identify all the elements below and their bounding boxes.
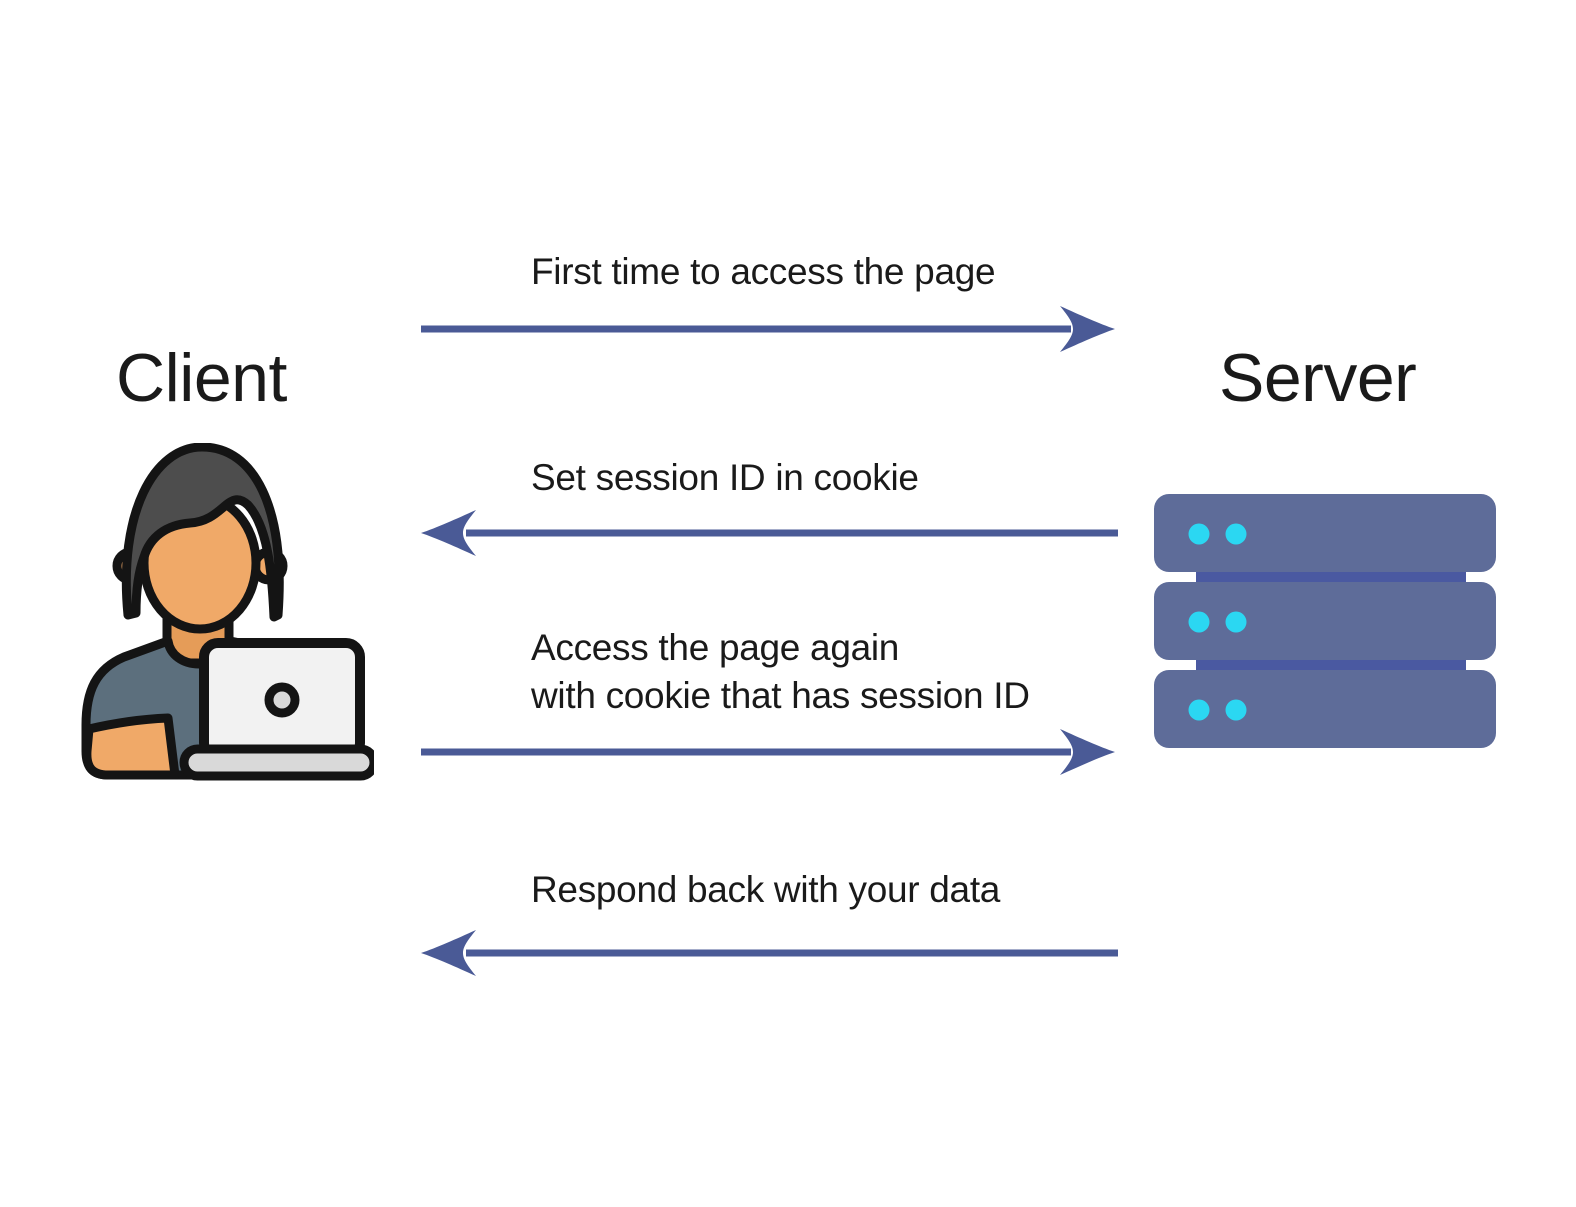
client-label: Client — [116, 340, 287, 416]
arrow-left-icon — [421, 510, 1118, 556]
arrow-left-icon — [421, 930, 1118, 976]
arrow-head — [421, 930, 476, 976]
message-label-respond-back: Respond back with your data — [531, 869, 1001, 910]
client-person-laptop-icon — [81, 443, 374, 781]
server-rack-icon — [1154, 494, 1496, 748]
led-light — [1225, 611, 1247, 633]
arrow-right-icon — [421, 729, 1115, 775]
arrow-right-icon — [421, 306, 1115, 352]
arrow-shaft — [466, 529, 1118, 537]
hair — [121, 443, 284, 622]
arrow-shaft — [421, 748, 1071, 756]
rack-unit-3 — [1154, 670, 1496, 748]
message-line-1: Access the page again — [531, 627, 900, 668]
message-label-access-again: Access the page again with cookie that h… — [531, 624, 1030, 720]
server-label: Server — [1219, 340, 1417, 416]
laptop-base — [179, 744, 374, 781]
message-label-set-session-id: Set session ID in cookie — [531, 457, 919, 498]
arrow-shaft — [421, 325, 1071, 333]
rack-unit-1 — [1154, 494, 1496, 572]
rack-unit-2 — [1154, 582, 1496, 660]
led-light — [1188, 611, 1210, 633]
led-light — [1225, 699, 1247, 721]
led-light — [1188, 699, 1210, 721]
laptop-logo — [264, 682, 300, 718]
message-label-first-access: First time to access the page — [531, 251, 996, 292]
led-light — [1225, 523, 1247, 545]
message-line-2: with cookie that has session ID — [531, 675, 1030, 716]
arm — [82, 713, 180, 780]
arrow-head — [421, 510, 476, 556]
arrow-head — [1060, 729, 1115, 775]
led-light — [1188, 523, 1210, 545]
arrow-head — [1060, 306, 1115, 352]
arrow-shaft — [466, 949, 1118, 957]
